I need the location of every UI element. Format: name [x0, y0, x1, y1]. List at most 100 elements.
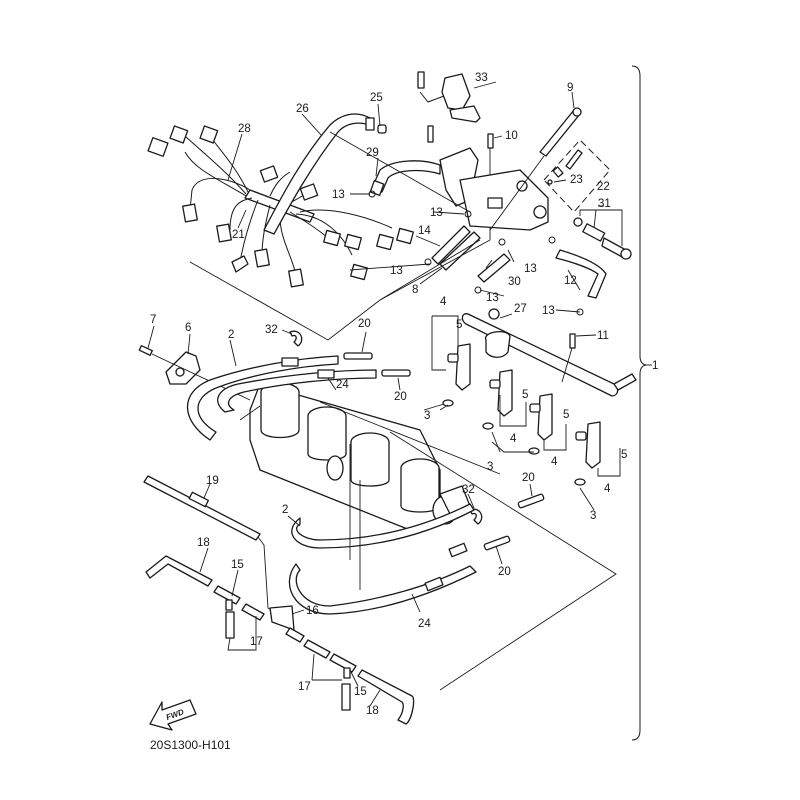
- hose-19: [143, 475, 261, 541]
- assembly-bracket: [631, 65, 647, 741]
- throttle-linkage: [439, 147, 549, 231]
- callout-13: 13: [332, 189, 345, 201]
- callout-17: 17: [298, 681, 311, 693]
- callout-28: 28: [238, 123, 251, 135]
- callout-labels: 1 2 2 3 3 3 4 4 4 4 5 5 5 5 6 7 8 9 10 1…: [150, 72, 658, 717]
- tee-15-right: [329, 653, 357, 673]
- callout-16: 16: [306, 605, 319, 617]
- injector-4: [575, 421, 601, 469]
- hose-26-end: [365, 117, 375, 131]
- callout-17: 17: [250, 636, 263, 648]
- bracket-4b: [499, 395, 527, 427]
- fwd-arrow-icon: FWD: [149, 699, 197, 731]
- callout-4: 4: [440, 296, 447, 308]
- injector-2: [489, 369, 513, 417]
- injector-3: [529, 393, 553, 441]
- leader-26-mount: [329, 131, 471, 213]
- callout-18: 18: [366, 705, 379, 717]
- callout-3: 3: [590, 510, 596, 522]
- callout-4: 4: [551, 456, 558, 468]
- callout-13: 13: [430, 207, 443, 219]
- callout-24: 24: [336, 379, 349, 391]
- leader-bolt-9: [489, 155, 545, 231]
- callout-33: 33: [475, 72, 488, 84]
- hose-24-upper: [217, 369, 377, 413]
- callout-19: 19: [206, 475, 219, 487]
- hose-18-left: [145, 555, 213, 587]
- clamps-20: [343, 352, 545, 551]
- kit-22-box: [543, 139, 611, 213]
- bolt-11: [569, 333, 576, 349]
- callout-20: 20: [394, 391, 407, 403]
- callout-11: 11: [597, 330, 609, 342]
- callout-20: 20: [522, 472, 535, 484]
- routing-frame-right: [389, 431, 617, 691]
- callout-3: 3: [487, 461, 493, 473]
- drawing-code: 20S1300-H101: [150, 738, 231, 752]
- callout-15: 15: [231, 559, 244, 571]
- callout-13: 13: [390, 265, 403, 277]
- bolt-9: [539, 109, 581, 157]
- callout-6: 6: [185, 322, 191, 334]
- hose-29: [371, 160, 441, 193]
- callout-27: 27: [514, 303, 527, 315]
- injector-1: [447, 343, 471, 391]
- hose-18-right: [357, 669, 415, 725]
- screw-7: [138, 345, 153, 356]
- callout-4: 4: [510, 433, 517, 445]
- hose-14: [431, 225, 471, 265]
- hose-2-upper: [186, 355, 339, 441]
- spring-31: [582, 223, 606, 242]
- callout-24: 24: [418, 618, 431, 630]
- bracket-4d: [597, 448, 621, 477]
- callout-13: 13: [486, 292, 499, 304]
- clip-32-upper: [289, 330, 303, 347]
- callout-7: 7: [150, 314, 156, 326]
- callout-12: 12: [564, 275, 577, 287]
- hose-8: [439, 231, 481, 271]
- bracket-4a: [431, 316, 446, 371]
- bolt-10: [487, 133, 494, 149]
- callout-32: 32: [265, 324, 278, 336]
- hose-12: [555, 249, 607, 299]
- leader-tb-top: [319, 401, 501, 475]
- screw-a: [427, 125, 434, 143]
- callout-20: 20: [358, 318, 371, 330]
- hose-24-lower: [288, 563, 477, 615]
- callout-30: 30: [508, 276, 521, 288]
- callout-14: 14: [418, 225, 431, 237]
- callout-21: 21: [232, 229, 245, 241]
- callout-2: 2: [228, 329, 234, 341]
- callout-26: 26: [296, 103, 309, 115]
- fuel-rail-inlet: [613, 373, 637, 391]
- callout-13: 13: [542, 305, 555, 317]
- callout-18: 18: [197, 537, 210, 549]
- callout-5: 5: [563, 409, 569, 421]
- hose-17-left-h: [241, 603, 265, 621]
- screw-22: [565, 149, 583, 170]
- callout-5: 5: [621, 449, 627, 461]
- callout-22: 22: [597, 181, 610, 193]
- clip-32-lower: [469, 508, 483, 525]
- callout-15: 15: [354, 686, 367, 698]
- hose-17-right-v: [341, 683, 351, 711]
- pressure-regulator: [485, 330, 511, 358]
- hose-17-left-v: [225, 611, 235, 639]
- leader-bolt-11: [561, 347, 573, 383]
- callout-10: 10: [505, 130, 518, 142]
- callout-31: 31: [598, 198, 611, 210]
- hose-17-right-h: [303, 639, 331, 659]
- callout-5: 5: [522, 389, 528, 401]
- washers-3: [442, 399, 586, 486]
- callout-1: 1: [652, 360, 658, 372]
- callout-2: 2: [282, 504, 288, 516]
- junction-16: [269, 605, 295, 631]
- callout-5: 5: [456, 319, 462, 331]
- callout-9: 9: [567, 82, 573, 94]
- callout-29: 29: [366, 147, 379, 159]
- callout-leaders: [147, 81, 623, 707]
- fuel-rail-27: [461, 313, 619, 397]
- callout-32: 32: [462, 484, 475, 496]
- sensor-33: [417, 71, 481, 123]
